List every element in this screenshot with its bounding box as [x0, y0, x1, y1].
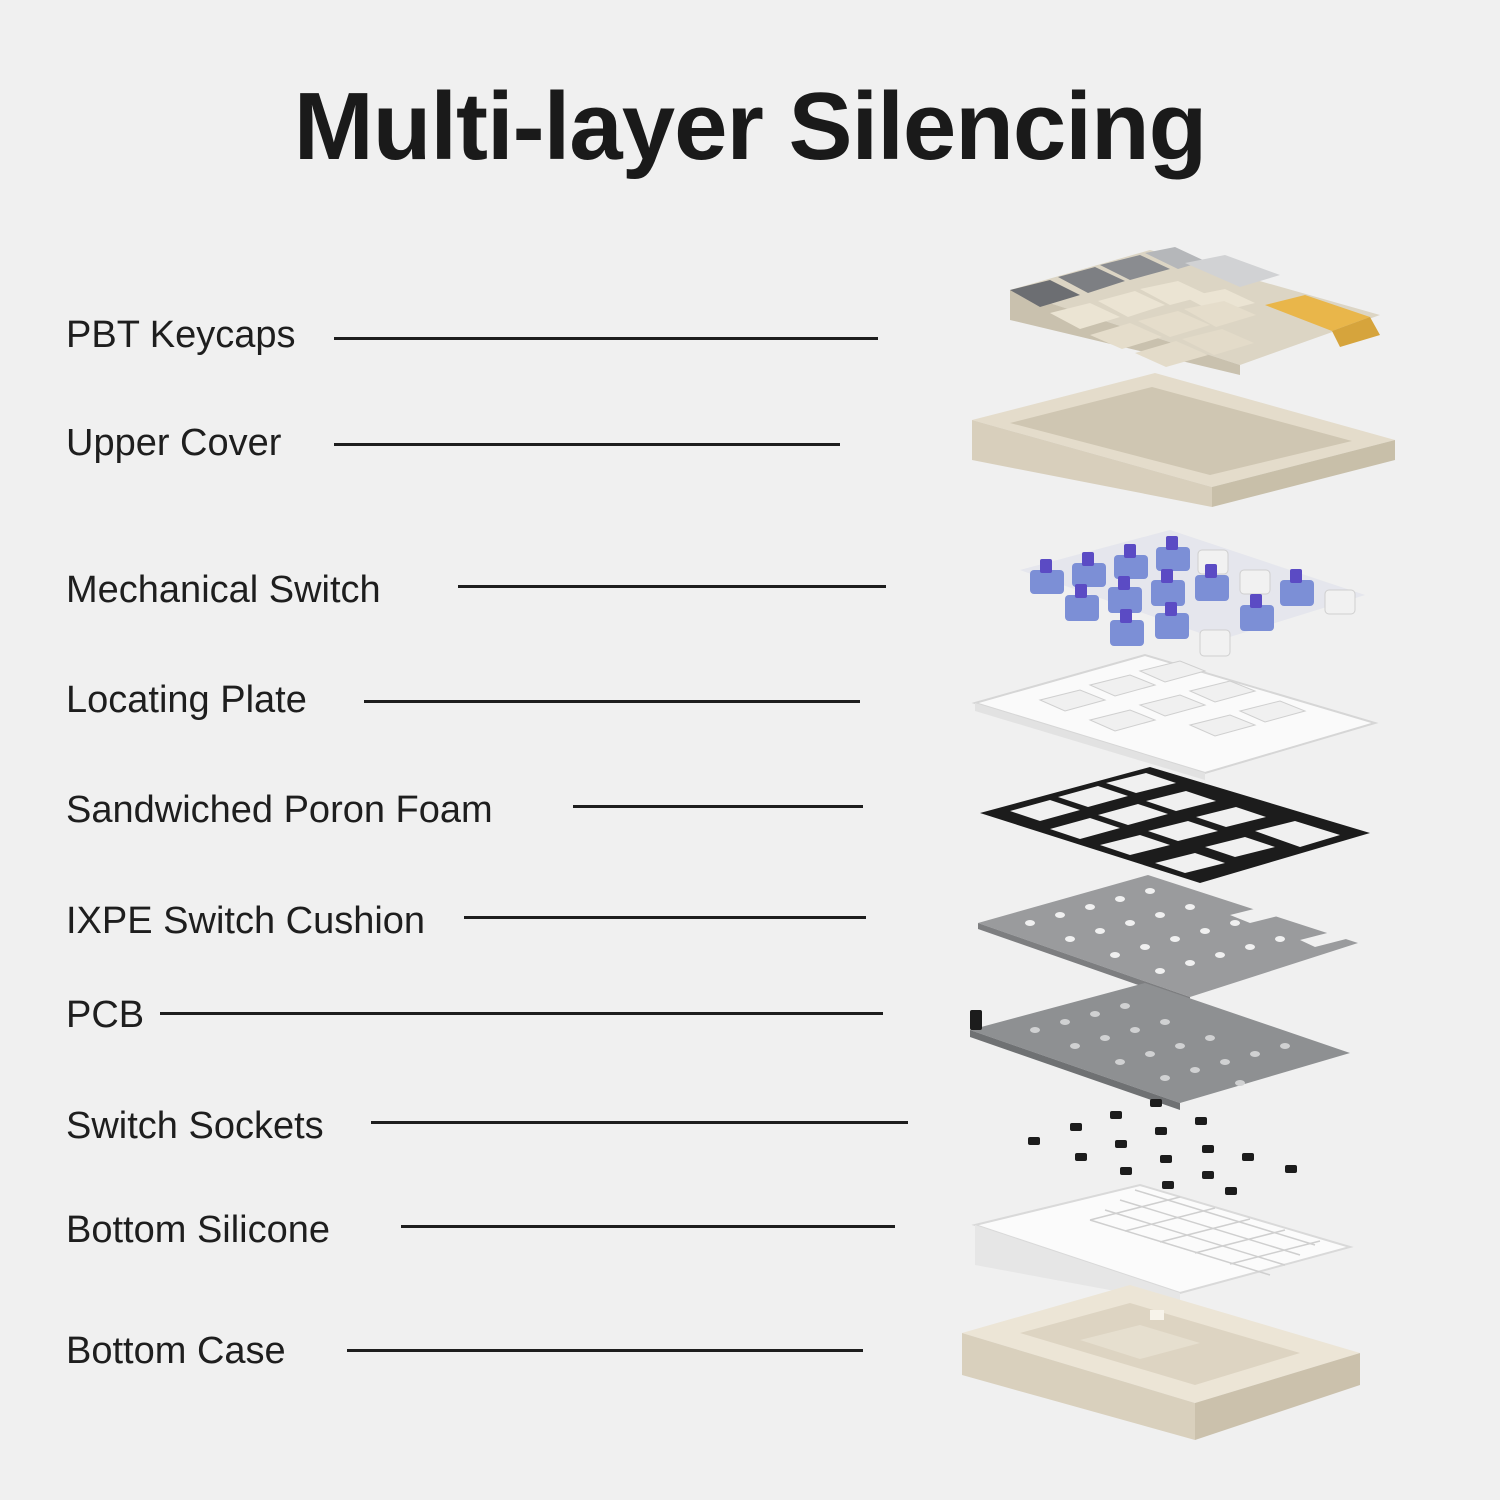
leader-line-bottom-silicone [401, 1225, 895, 1228]
label-mechanical-switch: Mechanical Switch [66, 569, 381, 611]
label-bottom-case: Bottom Case [66, 1330, 286, 1372]
leader-line-pcb [160, 1012, 883, 1015]
switch-sockets-layer [1028, 1099, 1297, 1195]
leader-line-ixpe-switch-cushion [464, 916, 866, 919]
bottom-case-layer [962, 1285, 1360, 1440]
keycaps-layer [1010, 247, 1380, 375]
pcb-layer [970, 983, 1350, 1110]
label-bottom-silicone: Bottom Silicone [66, 1209, 331, 1251]
exploded-keyboard-illustration [962, 247, 1395, 1440]
leader-line-pbt-keycaps [334, 337, 878, 340]
label-switch-sockets: Switch Sockets [66, 1105, 324, 1147]
label-pcb: PCB [66, 994, 145, 1036]
leader-line-mechanical-switch [458, 585, 886, 588]
label-pbt-keycaps: PBT Keycaps [66, 314, 296, 356]
label-locating-plate: Locating Plate [66, 679, 307, 721]
label-sandwiched-poron-foam: Sandwiched Poron Foam [66, 789, 493, 831]
leader-line-locating-plate [364, 700, 860, 703]
leader-line-bottom-case [347, 1349, 863, 1352]
page-title: Multi-layer Silencing [293, 73, 1208, 180]
ixpe-cushion-layer [978, 875, 1358, 1003]
locating-plate-layer [971, 653, 1379, 780]
label-upper-cover: Upper Cover [66, 422, 282, 464]
poron-foam-layer [980, 767, 1370, 883]
bottom-silicone-layer [971, 1183, 1354, 1303]
upper-cover-layer [972, 373, 1395, 507]
leader-line-sandwiched-poron-foam [573, 805, 863, 808]
label-ixpe-switch-cushion: IXPE Switch Cushion [66, 900, 426, 942]
leader-line-upper-cover [334, 443, 840, 446]
mechanical-switches-layer [1020, 530, 1365, 657]
leader-line-switch-sockets [371, 1121, 908, 1124]
